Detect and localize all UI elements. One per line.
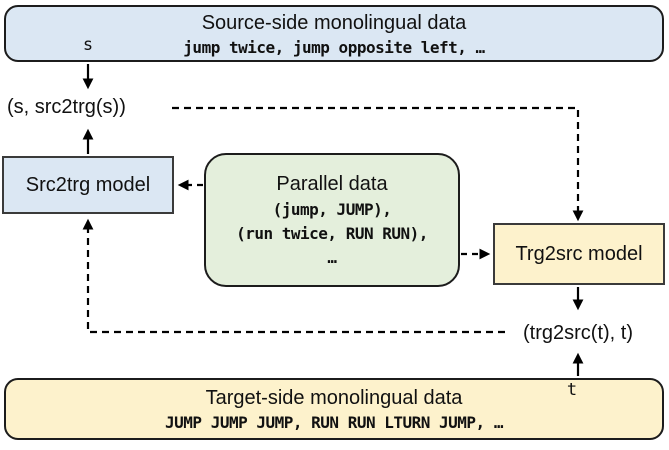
target-variable-label: t bbox=[566, 380, 578, 400]
src2trg-model-label: Src2trg model bbox=[25, 173, 151, 196]
parallel-pair-ellipsis: … bbox=[327, 247, 337, 267]
trg-pair-label: (trg2src(t), t) bbox=[523, 322, 633, 344]
trg2src-model-box: Trg2src model bbox=[493, 223, 665, 285]
target-monolingual-sample: JUMP JUMP JUMP, RUN RUN LTURN JUMP, … bbox=[165, 413, 503, 432]
target-monolingual-box: Target-side monolingual data JUMP JUMP J… bbox=[4, 378, 664, 440]
src-pair-label: (s, src2trg(s)) bbox=[7, 96, 126, 118]
trg2src-model-label: Trg2src model bbox=[515, 242, 643, 265]
target-monolingual-title: Target-side monolingual data bbox=[205, 387, 463, 409]
source-monolingual-sample: jump twice, jump opposite left, … bbox=[183, 37, 485, 57]
parallel-pair-1: (jump, JUMP), bbox=[272, 199, 392, 219]
parallel-data-title: Parallel data bbox=[276, 172, 388, 195]
source-monolingual-title: Source-side monolingual data bbox=[201, 11, 467, 34]
source-monolingual-box: Source-side monolingual data jump twice,… bbox=[4, 5, 664, 62]
src2trg-model-box: Src2trg model bbox=[2, 156, 174, 214]
parallel-data-box: Parallel data (jump, JUMP), (run twice, … bbox=[204, 153, 460, 287]
parallel-pair-2: (run twice, RUN RUN), bbox=[236, 223, 428, 243]
source-variable-label: s bbox=[82, 35, 94, 55]
